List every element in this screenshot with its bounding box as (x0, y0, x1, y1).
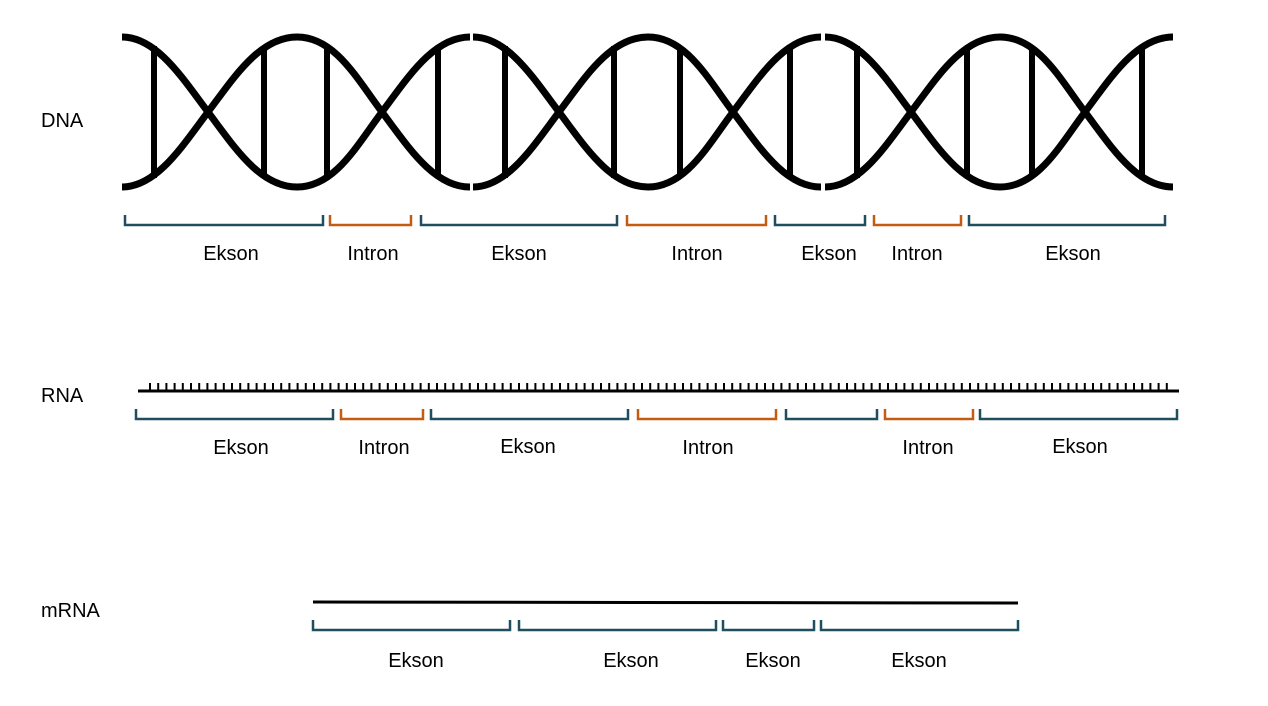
mrna-segment-label-3: Ekson (745, 650, 801, 672)
rna-intron-bracket (883, 409, 975, 421)
base-pair-rungs (151, 46, 1145, 178)
mrna-exon-bracket (721, 620, 816, 632)
dna-intron-bracket (328, 215, 413, 227)
mrna-segment-label-2: Ekson (603, 650, 659, 672)
rna-intron-bracket (636, 409, 778, 421)
dna-segment-label-7: Ekson (1045, 243, 1101, 265)
mrna-exon-bracket (311, 620, 512, 632)
dna-segment-label-2: Intron (347, 243, 398, 265)
rna-segment-label-4: Intron (682, 437, 733, 459)
dna-segment-label-4: Intron (671, 243, 722, 265)
dna-segment-label-6: Intron (891, 243, 942, 265)
dna-exon-bracket (967, 215, 1167, 227)
mrna-exon-bracket (819, 620, 1020, 632)
dna-segment-label-5: Ekson (801, 243, 857, 265)
dna-exon-bracket (773, 215, 867, 227)
mrna-segment-label-1: Ekson (388, 650, 444, 672)
rna-segment-label-3: Ekson (500, 436, 556, 458)
dna-exon-bracket (419, 215, 619, 227)
dna-exon-bracket (123, 215, 325, 227)
rna-segment-label-7: Ekson (1052, 436, 1108, 458)
mrna-exon-bracket (517, 620, 718, 632)
rna-base-ticks (149, 383, 1168, 391)
mrna-row-label: mRNA (41, 600, 101, 622)
dna-double-helix (121, 33, 1174, 191)
rna-exon-bracket (978, 409, 1179, 421)
segment-brackets (123, 215, 1179, 632)
rna-segment-label-6: Intron (902, 437, 953, 459)
rna-row-label: RNA (41, 385, 84, 407)
dna-segment-label-1: Ekson (203, 243, 259, 265)
rna-strand (138, 383, 1179, 393)
mrna-strand (312, 600, 1019, 605)
rna-exon-bracket (134, 409, 335, 421)
dna-row-label: DNA (41, 110, 84, 132)
dna-segment-label-3: Ekson (491, 243, 547, 265)
segment-labels: Ekson Intron Ekson Intron Ekson Intron E… (203, 243, 1108, 672)
helix-strand-b (121, 33, 1174, 191)
mrna-segment-label-4: Ekson (891, 650, 947, 672)
rna-intron-bracket (339, 409, 425, 421)
rna-segment-label-1: Ekson (213, 437, 269, 459)
dna-intron-bracket (625, 215, 768, 227)
dna-intron-bracket (872, 215, 963, 227)
helix-strand-a (121, 33, 1174, 191)
rna-exon-bracket (429, 409, 630, 421)
rna-segment-label-2: Intron (358, 437, 409, 459)
rna-exon-bracket (784, 409, 879, 421)
